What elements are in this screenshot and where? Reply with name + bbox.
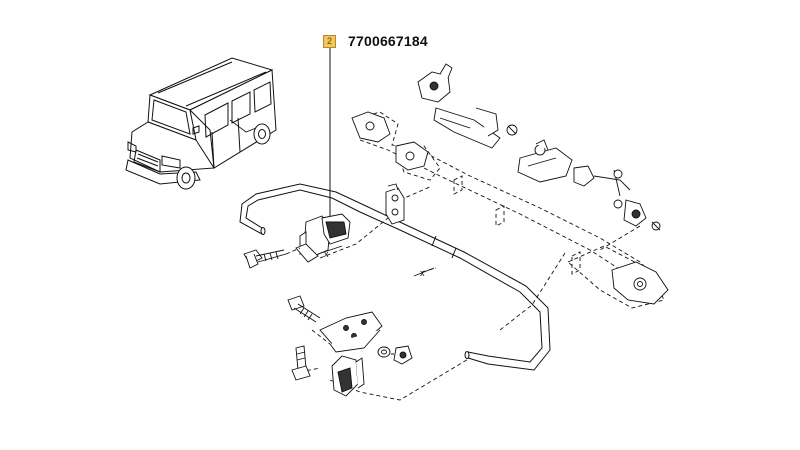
x-mark-group: x x: [317, 245, 435, 278]
mounting-bolt-left: [243, 249, 287, 269]
lower-bushing-clamp: [331, 355, 365, 397]
height-sensor-link-lower: [517, 139, 661, 231]
height-sensor-link-upper: [417, 63, 518, 149]
lower-mounting-plate: [319, 311, 383, 353]
axle-end-left: [351, 111, 429, 171]
short-mounting-bolt: [291, 345, 311, 381]
callout-index-badge[interactable]: 2: [323, 35, 336, 48]
nut-and-washer: [377, 345, 413, 365]
stabilizer-bar: [239, 183, 551, 371]
x-mark-label-2: x: [420, 268, 425, 278]
stabilizer-bushing-clamp: [295, 213, 351, 263]
axle-end-right: [611, 261, 669, 305]
long-mounting-bolt: [287, 295, 321, 323]
x-mark-label-1: x: [324, 249, 329, 259]
part-number-label[interactable]: 7700667184: [348, 33, 428, 49]
van-illustration: [125, 57, 277, 190]
bar-link-bracket-upper: [385, 183, 405, 225]
